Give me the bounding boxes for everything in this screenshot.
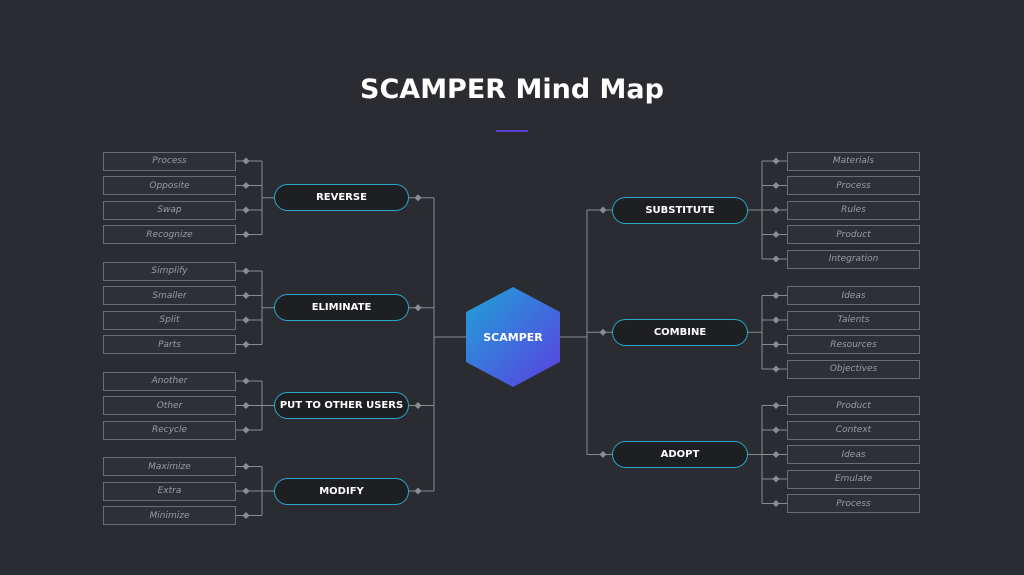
branch-node[interactable]: PUT TO OTHER USERS [274, 392, 409, 419]
leaf-item[interactable]: Recycle [103, 420, 236, 440]
leaf-item[interactable]: Product [787, 225, 920, 244]
connector-dot [242, 267, 250, 275]
leaf-item[interactable]: Maximize [103, 457, 236, 476]
connector-dot [414, 304, 422, 312]
leaf-item[interactable]: Ideas [787, 445, 920, 464]
branch-node[interactable]: ELIMINATE [274, 294, 409, 322]
connector-dot [772, 475, 780, 483]
connector-dot [242, 462, 250, 471]
connector-dot [772, 365, 780, 373]
connector-dot [414, 487, 422, 495]
leaf-item[interactable]: Parts [103, 335, 236, 354]
connector-dot [599, 450, 607, 459]
connector-dot [242, 340, 250, 349]
leaf-item[interactable]: Extra [103, 481, 236, 501]
leaf-item[interactable]: Objectives [787, 359, 920, 379]
connector-dot [599, 328, 607, 336]
title-accent-line [496, 130, 528, 132]
page-title: SCAMPER Mind Map [360, 74, 664, 105]
connector-dot [242, 181, 250, 190]
leaf-item[interactable]: Ideas [787, 286, 920, 305]
connector-dot [242, 377, 250, 385]
connector-dot [242, 157, 250, 165]
connector-dot [242, 487, 250, 495]
leaf-item[interactable]: Integration [787, 249, 920, 269]
leaf-item[interactable]: Context [787, 420, 920, 440]
connector-dot [772, 291, 780, 300]
leaf-item[interactable]: Process [787, 494, 920, 513]
leaf-item[interactable]: Talents [787, 310, 920, 330]
leaf-item[interactable]: Split [103, 310, 236, 330]
connector-dot [772, 401, 780, 410]
connector-dot [242, 426, 250, 434]
connector-dot [772, 450, 780, 459]
connector-dot [599, 206, 607, 214]
connector-dot [772, 255, 780, 263]
connector-dot [772, 206, 780, 214]
connector-dot [242, 230, 250, 239]
connector-dot [772, 340, 780, 349]
leaf-item[interactable]: Materials [787, 151, 920, 171]
branch-node[interactable]: COMBINE [612, 318, 748, 346]
connector-dot [242, 511, 250, 520]
connector-dot [772, 316, 780, 324]
connector-dot [772, 499, 780, 508]
leaf-item[interactable]: Process [787, 176, 920, 195]
leaf-item[interactable]: Simplify [103, 261, 236, 281]
branch-node[interactable]: ADOPT [612, 441, 748, 468]
branch-node[interactable]: SUBSTITUTE [612, 196, 748, 224]
connector-dot [772, 230, 780, 239]
branch-node[interactable]: MODIFY [274, 477, 409, 505]
center-hexagon [466, 287, 560, 387]
connector-dot [414, 401, 422, 410]
connector-dot [772, 181, 780, 190]
leaf-item[interactable]: Swap [103, 200, 236, 220]
leaf-item[interactable]: Opposite [103, 176, 236, 195]
leaf-item[interactable]: Process [103, 151, 236, 171]
leaf-item[interactable]: Recognize [103, 225, 236, 244]
leaf-item[interactable]: Emulate [787, 469, 920, 489]
connector-dot [772, 157, 780, 165]
leaf-item[interactable]: Product [787, 396, 920, 415]
connector-dot [242, 316, 250, 324]
leaf-item[interactable]: Smaller [103, 286, 236, 305]
leaf-item[interactable]: Rules [787, 200, 920, 220]
leaf-item[interactable]: Other [103, 396, 236, 415]
connector-dot [242, 401, 250, 410]
center-node-label: SCAMPER [483, 330, 543, 344]
leaf-item[interactable]: Another [103, 371, 236, 391]
leaf-item[interactable]: Resources [787, 335, 920, 354]
leaf-item[interactable]: Minimize [103, 506, 236, 525]
connector-dot [242, 206, 250, 214]
connector-dot [242, 291, 250, 300]
branch-node[interactable]: REVERSE [274, 184, 409, 212]
connector-dot [772, 426, 780, 434]
connector-dot [414, 194, 422, 202]
